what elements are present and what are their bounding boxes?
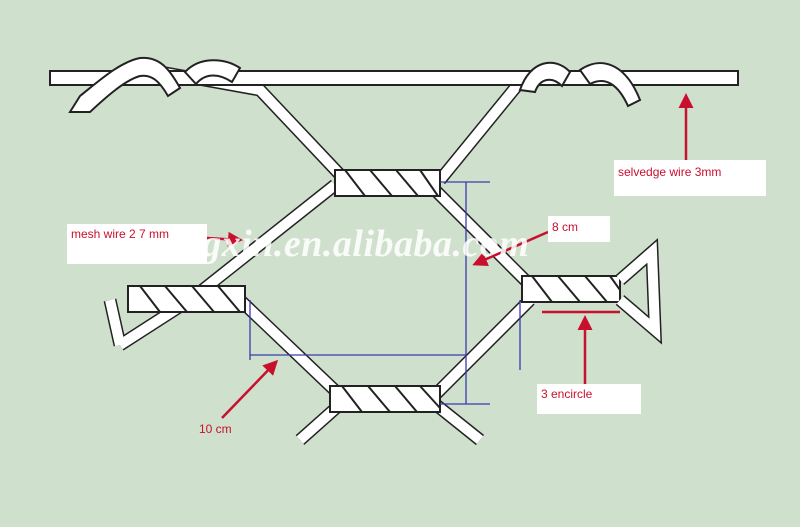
twisted-joints xyxy=(127,169,621,413)
watermark-text: kingxin.en.alibaba.com xyxy=(150,223,530,265)
height-label: 8 cm xyxy=(548,216,610,242)
arrow-mesh xyxy=(206,231,243,247)
selvedge-wire-label: selvedge wire 3mm xyxy=(614,160,766,196)
annotation-arrows xyxy=(206,93,694,419)
twist-left xyxy=(127,285,246,313)
arrow-10cm xyxy=(221,359,279,419)
twist-top xyxy=(334,169,441,197)
twist-bottom xyxy=(329,385,441,413)
mesh-wire-label: mesh wire 2 7 mm xyxy=(67,224,207,264)
arrow-8cm xyxy=(472,230,549,267)
twist-right xyxy=(521,275,621,303)
width-label: 10 cm xyxy=(199,422,232,436)
dimension-lines xyxy=(249,181,521,405)
right-fork xyxy=(615,238,663,345)
selvedge-wraps xyxy=(68,56,642,113)
twist-label: 3 encircle xyxy=(537,384,641,414)
